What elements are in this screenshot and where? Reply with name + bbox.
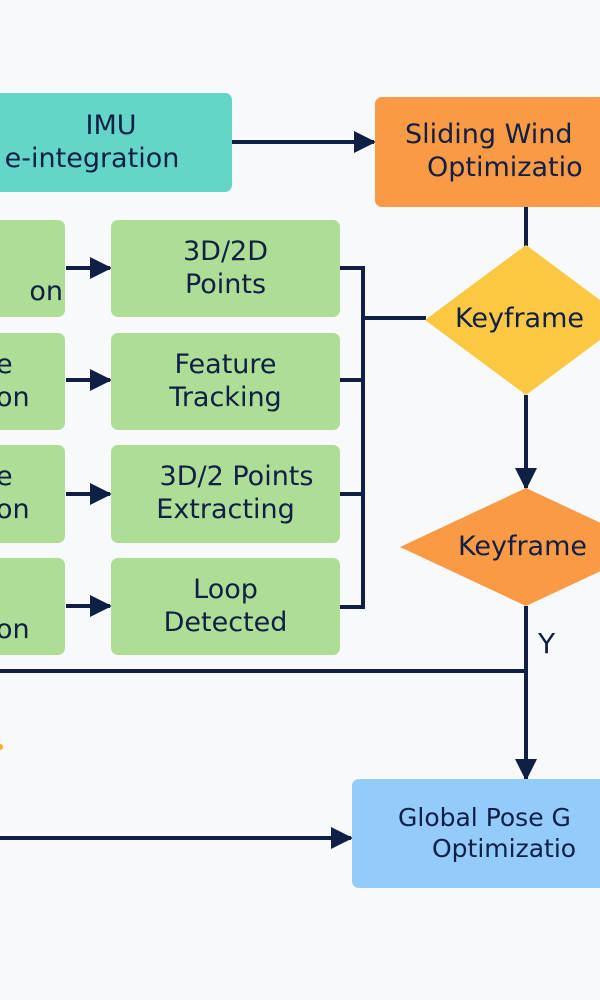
loop-detected-line1: Loop xyxy=(193,573,258,605)
global-pose-line1: Global Pose G xyxy=(398,803,571,832)
loop-detected-node[interactable]: Loop Detected xyxy=(111,558,340,655)
points-extracting-node[interactable]: 3D/2 Points Extracting xyxy=(111,445,340,543)
global-pose-line2: Optimizatio xyxy=(432,833,577,863)
sliding-window-line1: Sliding Wind xyxy=(405,119,573,151)
decorative-dot xyxy=(0,744,3,750)
points-extracting-line2: Extracting xyxy=(156,494,295,525)
edge-label-yes: Y xyxy=(538,627,556,660)
sliding-window-line2: Optimizatio xyxy=(427,152,583,183)
keyframe-decision-2-shape xyxy=(400,488,600,606)
keyframe-decision-2-label: Keyframe xyxy=(458,531,588,562)
left-block-2-line1: e xyxy=(0,348,13,380)
imu-node-line1: IMU xyxy=(85,109,137,141)
keyframe-decision-1[interactable]: Keyframe xyxy=(455,303,584,334)
points-extracting-line1: 3D/2 Points xyxy=(159,461,314,493)
left-block-4[interactable]: on xyxy=(0,558,65,655)
points-3d2d-line1: 3D/2D xyxy=(182,235,269,267)
points-3d2d-line2: Points xyxy=(184,268,267,300)
left-block-3[interactable]: e on xyxy=(0,445,65,543)
left-block-3-line2: on xyxy=(0,494,30,525)
keyframe-decision-1-label: Keyframe xyxy=(455,303,585,334)
feature-tracking-node[interactable]: Feature Tracking xyxy=(111,333,340,430)
feature-tracking-line2: Tracking xyxy=(169,381,282,413)
sliding-window-optimization-node[interactable]: Sliding Wind Optimizatio xyxy=(375,97,600,207)
left-block-3-line1: e xyxy=(0,461,13,493)
imu-node-line2: e-integration xyxy=(4,142,180,174)
points-3d2d-node[interactable]: 3D/2D Points xyxy=(111,220,340,317)
feature-tracking-line1: Feature xyxy=(174,348,277,380)
global-pose-optimization-node[interactable]: Global Pose G Optimizatio xyxy=(352,779,600,888)
edge-bracket-mid-to-keyframe xyxy=(340,266,426,609)
loop-detected-line2: Detected xyxy=(163,606,288,638)
left-block-2[interactable]: e on xyxy=(0,333,65,430)
imu-preintegration-node[interactable]: IMU e-integration xyxy=(0,93,232,192)
keyframe-decision-1-shape xyxy=(425,245,600,395)
left-block-2-line2: on xyxy=(0,381,30,413)
keyframe-decision-2[interactable]: Keyframe xyxy=(458,531,587,562)
left-block-1[interactable]: on xyxy=(0,220,65,317)
left-block-4-line2: on xyxy=(0,614,30,646)
left-block-1-line2: on xyxy=(29,276,63,308)
